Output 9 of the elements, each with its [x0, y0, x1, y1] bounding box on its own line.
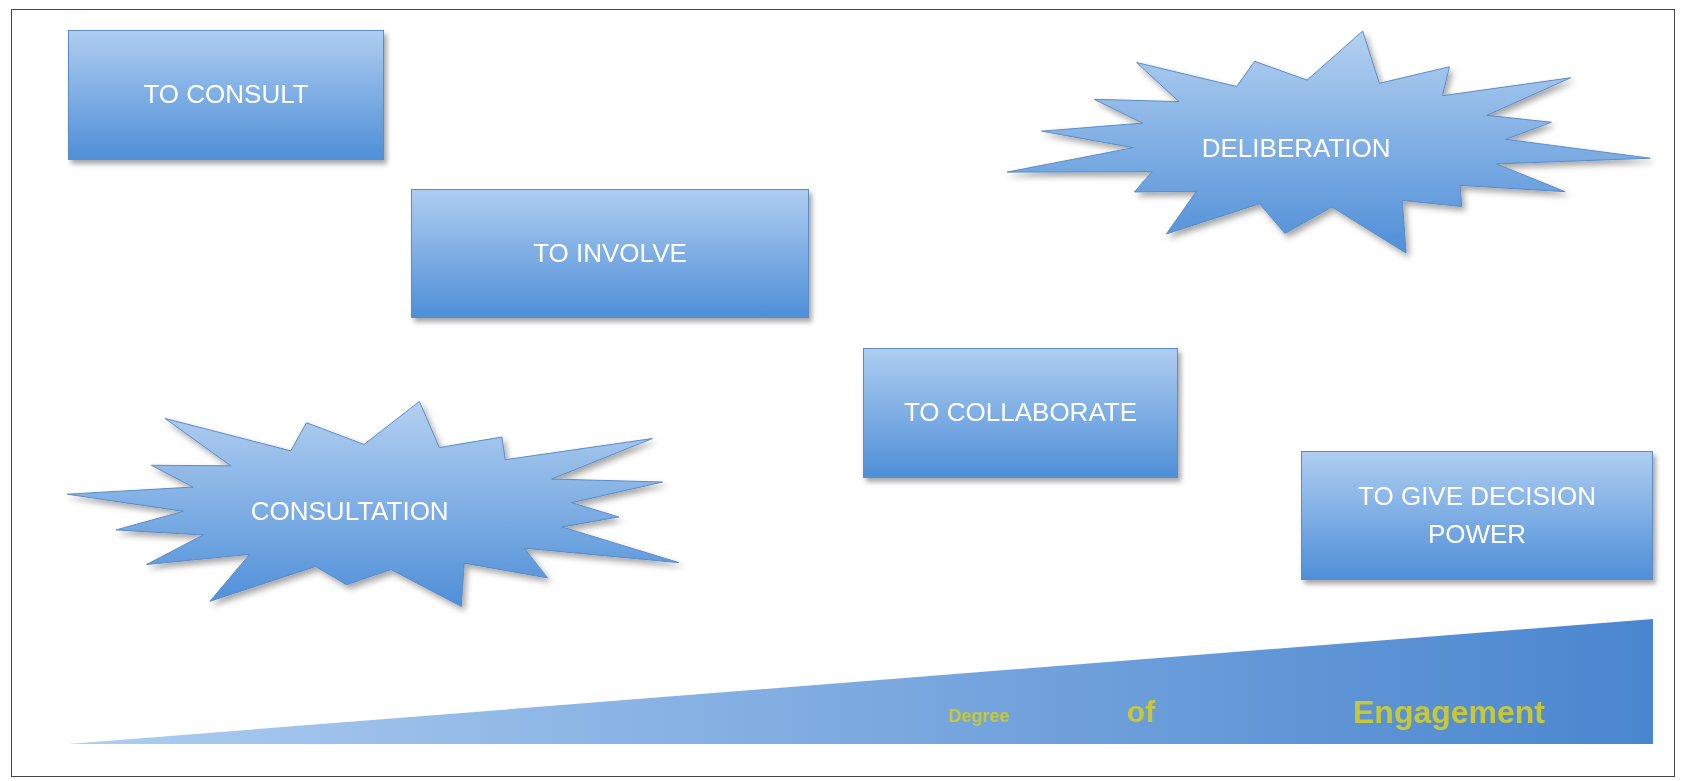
process-box: TO GIVE DECISION POWER — [1301, 451, 1653, 580]
process-box: TO INVOLVE — [411, 189, 809, 318]
starburst-label: CONSULTATION — [250, 495, 449, 527]
caption-text: Degree — [948, 705, 1010, 727]
process-box: TO COLLABORATE — [863, 348, 1178, 478]
process-box: TO CONSULT — [68, 30, 384, 160]
caption-text: Engagement — [1353, 693, 1545, 731]
caption-text: of — [1126, 695, 1156, 729]
starburst-label: DELIBERATION — [1201, 132, 1391, 164]
